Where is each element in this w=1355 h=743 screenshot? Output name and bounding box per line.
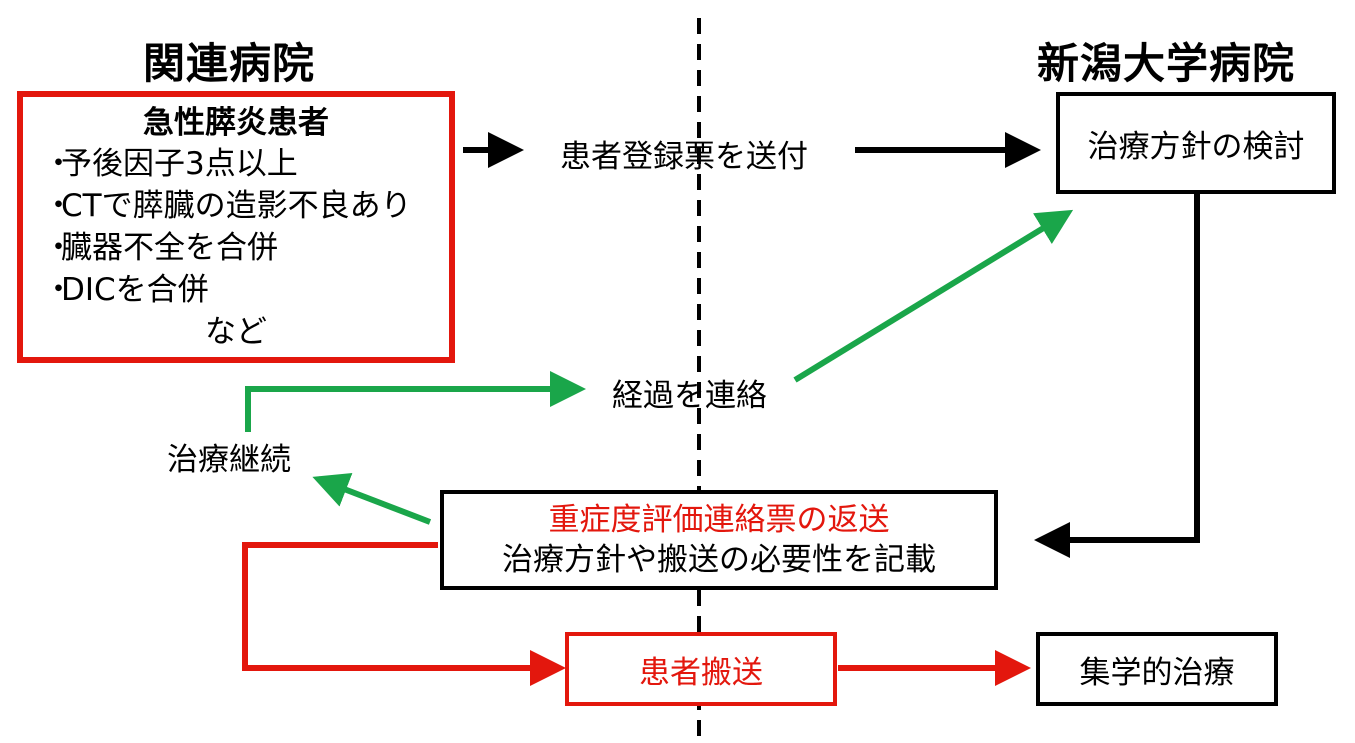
criteria-item-label: 予後因子3点以上 (61, 146, 298, 182)
right-heading: 新潟大学病院 (1037, 39, 1296, 88)
treatment-policy-review-box: 治療方針の検討 (1056, 92, 1336, 194)
criteria-bullet: ・ (43, 230, 74, 266)
arrow-progress-to-review (793, 209, 1074, 383)
criteria-item-label: 臓器不全を合併 (61, 230, 278, 266)
criteria-footer: など (205, 314, 267, 350)
criteria-box: 急性膵炎患者 ・予後因子3点以上 ・CTで膵臓の造影不良あり ・臓器不全を合併 … (17, 91, 455, 363)
criteria-item: ・DICを合併 (23, 269, 449, 311)
patient-transfer-label: 患者搬送 (639, 654, 763, 691)
criteria-item: ・臓器不全を合併 (23, 227, 449, 269)
criteria-bullet: ・ (43, 272, 74, 308)
multidisciplinary-treatment-box: 集学的治療 (1036, 632, 1278, 706)
arrow-review-to-severity-form (1034, 194, 1200, 558)
criteria-item: ・予後因子3点以上 (23, 143, 449, 185)
criteria-item-label: DICを合併 (61, 272, 209, 308)
arrow-severity-to-continue (312, 472, 432, 525)
send-registration-label: 患者登録票を送付 (560, 139, 808, 175)
arrow-severity-to-transfer (242, 542, 566, 686)
criteria-bullet: ・ (43, 188, 74, 224)
severity-form-box: 重症度評価連絡票の返送 治療方針や搬送の必要性を記載 (440, 490, 998, 590)
left-heading: 関連病院 (143, 39, 316, 88)
report-progress-label: 経過を連絡 (612, 378, 767, 414)
multidisciplinary-treatment-label: 集学的治療 (1079, 654, 1235, 691)
treatment-policy-review-label: 治療方針の検討 (1087, 128, 1305, 165)
severity-form-title: 重症度評価連絡票の返送 (548, 502, 890, 538)
criteria-item: ・CTで膵臓の造影不良あり (23, 185, 449, 227)
arrow-continue-to-progress (245, 371, 586, 432)
criteria-bullet: ・ (43, 146, 74, 182)
criteria-item-label: CTで膵臓の造影不良あり (61, 188, 412, 224)
severity-form-note: 治療方針や搬送の必要性を記載 (502, 542, 936, 578)
criteria-title: 急性膵炎患者 (143, 105, 329, 141)
patient-transfer-box: 患者搬送 (565, 632, 837, 706)
continue-treatment-label: 治療継続 (167, 442, 291, 478)
